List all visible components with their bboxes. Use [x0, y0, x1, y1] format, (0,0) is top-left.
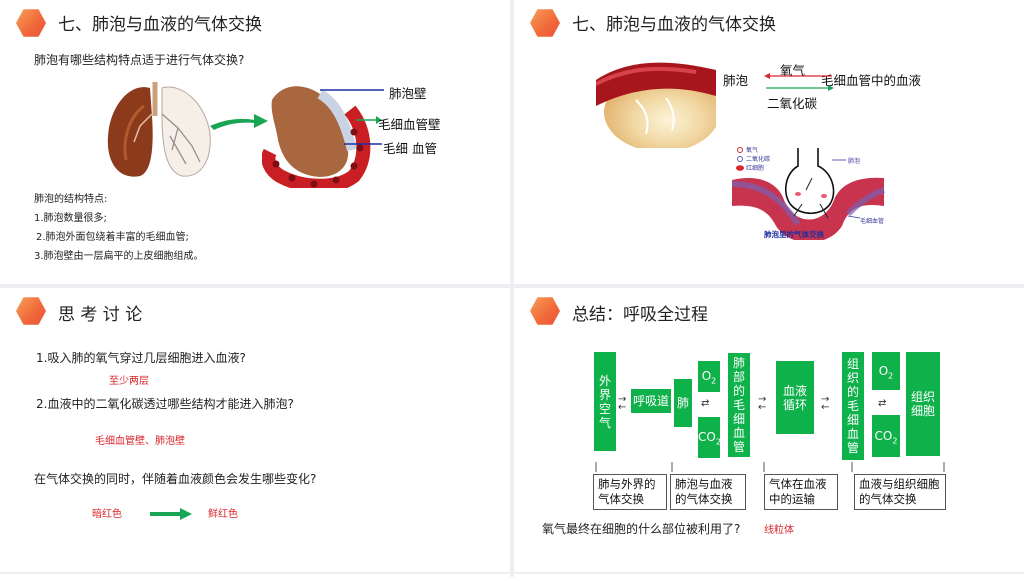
box-airway: 呼吸道 [631, 389, 671, 413]
question-3: 在气体交换的同时，伴随着血液颜色会发生哪些变化? [34, 472, 317, 486]
feature-1: 1.肺泡数量很多; [34, 213, 107, 224]
label-carbon-dioxide: 二氧化碳 [767, 96, 818, 111]
gas-exchange-diagram [731, 147, 886, 240]
features-title: 肺泡的结构特点: [34, 194, 108, 205]
exchange-arrows [764, 73, 834, 91]
box-alveolar-capillary: 肺部的毛细血管 [728, 353, 750, 457]
caption-alveolar-exchange: 肺泡与血液的气体交换 [670, 474, 746, 510]
lungs-illustration [107, 82, 211, 177]
slide-4-title: 总结：呼吸全过程 [572, 305, 708, 325]
label-capillary: 毛细 血管 [383, 141, 437, 156]
slide-5-partial [0, 574, 510, 577]
alveolus-diagram [262, 86, 371, 188]
question-1: 1.吸入肺的氧气穿过几层细胞进入血液? [36, 351, 246, 365]
legend-rbc: 红细胞 [746, 165, 765, 172]
label-capillary-wall: 毛细血管壁 [378, 117, 441, 132]
label-alveolus: 肺泡 [723, 73, 749, 88]
box-outside-air: 外界空气 [594, 352, 616, 451]
color-dark-red: 暗红色 [92, 509, 122, 520]
box-co2-b: CO2 [872, 415, 900, 457]
title-hexagon-icon [16, 297, 46, 325]
diagram-label-capillary: 毛细血管 [860, 218, 885, 225]
label-oxygen: 氧气 [780, 63, 806, 78]
alveolus-photo [596, 50, 716, 148]
diagram-label-alveolus: 肺泡 [848, 158, 861, 165]
caption-brackets [595, 462, 945, 472]
label-capillary-blood: 毛细血管中的血液 [821, 73, 922, 88]
final-question: 氧气最终在细胞的什么部位被利用了? [542, 522, 741, 536]
slide-4: 总结：呼吸全过程 外界空气 呼吸道 肺 O2 CO2 肺部的毛细血管 血液循环 … [514, 288, 1024, 572]
legend-co2: 二氧化碳 [746, 156, 771, 163]
slide-1-question: 肺泡有哪些结构特点适于进行气体交换? [34, 53, 245, 67]
slide-6-partial [514, 574, 1024, 577]
box-circulation: 血液循环 [776, 361, 814, 434]
legend-oxygen: 氧气 [746, 147, 759, 154]
slide-3-title: 思 考 讨 论 [58, 305, 143, 325]
answer-1: 至少两层 [109, 376, 149, 387]
final-answer: 线粒体 [764, 525, 794, 536]
arrows-air-airway: →← [618, 394, 627, 413]
caption-blood-transport: 气体在血液中的运输 [764, 474, 838, 510]
label-pointer-lines [320, 89, 384, 145]
caption-tissue-exchange: 血液与组织细胞的气体交换 [854, 474, 946, 510]
color-bright-red: 鲜红色 [208, 509, 238, 520]
question-2: 2.血液中的二氧化碳透过哪些结构才能进入肺泡? [36, 397, 294, 411]
arrows-lung-alveoli: ⇄ [701, 398, 710, 409]
green-arrow-icon [150, 508, 192, 520]
slide-1: 七、肺泡与血液的气体交换 肺泡有哪些结构特点适于进行气体交换? [0, 0, 510, 284]
feature-3: 3.肺泡壁由一层扁平的上皮细胞组成。 [34, 251, 204, 262]
title-hexagon-icon [16, 9, 46, 37]
arrows-circulation-tissue: →← [821, 394, 830, 413]
box-co2-a: CO2 [698, 417, 721, 458]
arrows-o2-co2: ⇄ [878, 398, 887, 409]
box-lung: 肺 [674, 379, 692, 427]
box-o2-b: O2 [872, 352, 900, 390]
label-alveolar-wall: 肺泡壁 [389, 86, 427, 101]
slide-2-title: 七、肺泡与血液的气体交换 [572, 15, 776, 35]
box-o2-a: O2 [698, 361, 720, 392]
box-tissue-capillary: 组织的毛细血管 [842, 352, 864, 460]
box-tissue-cells: 组织细胞 [906, 352, 940, 456]
diagram-caption: 肺泡里的气体交换 [764, 230, 824, 239]
caption-lung-air-exchange: 肺与外界的气体交换 [593, 474, 667, 510]
arrows-capillary-circulation: →← [758, 394, 767, 413]
title-hexagon-icon [530, 297, 560, 325]
feature-2: 2.肺泡外面包绕着丰富的毛细血管; [36, 232, 189, 243]
title-hexagon-icon [530, 9, 560, 37]
answer-2: 毛细血管壁、肺泡壁 [95, 436, 185, 447]
slide-3: 思 考 讨 论 1.吸入肺的氧气穿过几层细胞进入血液? 至少两层 2.血液中的二… [0, 288, 510, 572]
slide-2: 七、肺泡与血液的气体交换 肺泡 毛细血管中的血液 氧气 二氧化碳 [514, 0, 1024, 284]
slide-1-title: 七、肺泡与血液的气体交换 [58, 15, 262, 35]
green-arrow-icon [210, 114, 268, 130]
